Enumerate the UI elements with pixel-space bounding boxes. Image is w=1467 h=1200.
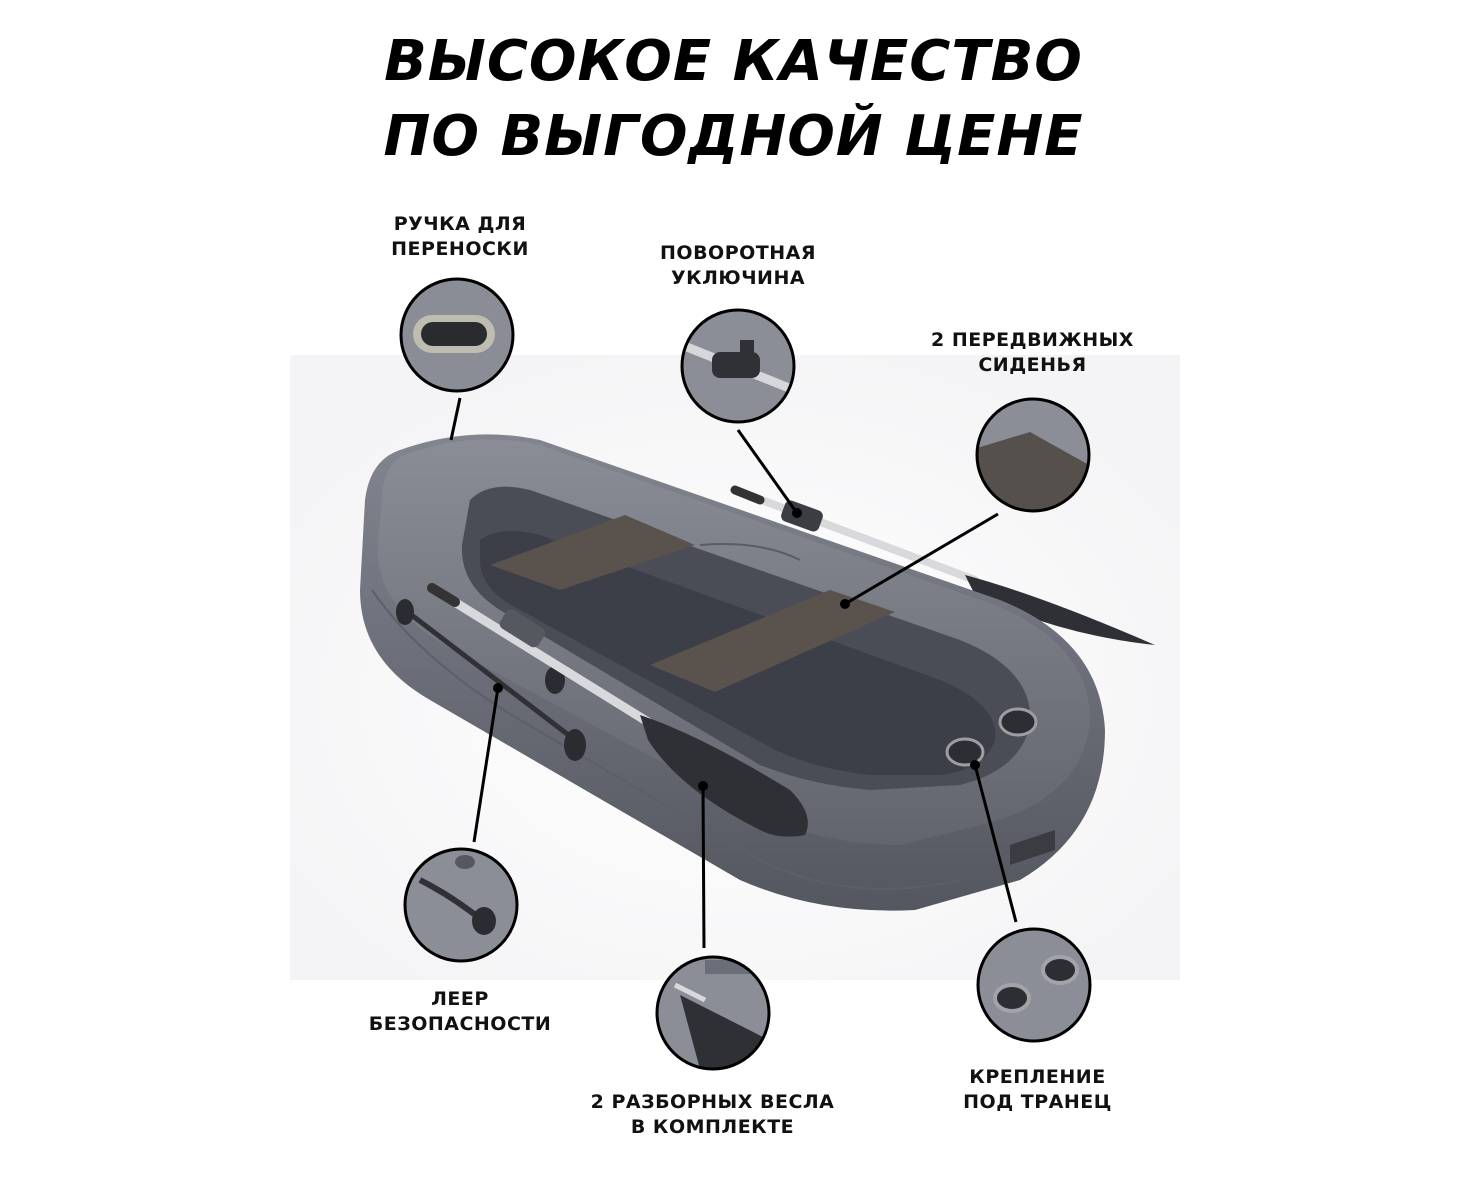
label-safety-rope-line2: БЕЗОПАСНОСТИ	[368, 1013, 552, 1035]
safety-rope	[396, 599, 586, 761]
oarlock-far	[781, 500, 823, 532]
label-carry-handle-line2: ПЕРЕНОСКИ	[391, 238, 529, 260]
label-safety-rope: ЛЕЕР БЕЗОПАСНОСТИ	[340, 987, 580, 1037]
detail-circle-oarlock	[680, 308, 796, 424]
detail-circle-oars	[655, 955, 771, 1071]
oar-far	[730, 485, 1155, 645]
callout-dots	[493, 508, 980, 791]
detail-circle-handle	[399, 277, 515, 393]
seat-front	[650, 590, 895, 692]
label-carry-handle-line1: РУЧКА ДЛЯ	[393, 213, 527, 235]
callout-lines	[449, 397, 1018, 949]
label-swivel-oarlock-line1: ПОВОРОТНАЯ	[660, 242, 816, 264]
label-movable-seats-line2: СИДЕНЬЯ	[978, 354, 1087, 376]
detail-circle-seat	[975, 397, 1091, 513]
headline-line-2: ПО ВЫГОДНОЙ ЦЕНЕ	[383, 104, 1084, 169]
label-movable-seats-line1: 2 ПЕРЕДВИЖНЫХ	[931, 329, 1134, 351]
transom-mounts	[945, 707, 1055, 865]
label-movable-seats: 2 ПЕРЕДВИЖНЫХ СИДЕНЬЯ	[910, 328, 1155, 378]
label-transom-mount-line2: ПОД ТРАНЕЦ	[963, 1091, 1112, 1113]
headline-line-1: ВЫСОКОЕ КАЧЕСТВО	[384, 29, 1083, 94]
label-collapsible-oars: 2 РАЗБОРНЫХ ВЕСЛА В КОМПЛЕКТЕ	[565, 1090, 860, 1140]
detail-circle-transom	[976, 927, 1092, 1043]
oar-near	[427, 583, 808, 837]
label-swivel-oarlock: ПОВОРОТНАЯ УКЛЮЧИНА	[628, 241, 848, 291]
detail-circle-rope	[403, 847, 519, 963]
label-transom-mount-line1: КРЕПЛЕНИЕ	[969, 1066, 1106, 1088]
label-collapsible-oars-line2: В КОМПЛЕКТЕ	[630, 1116, 795, 1138]
label-collapsible-oars-line1: 2 РАЗБОРНЫХ ВЕСЛА	[590, 1091, 835, 1113]
label-safety-rope-line1: ЛЕЕР	[431, 988, 489, 1010]
seat-rear	[490, 515, 695, 590]
label-transom-mount: КРЕПЛЕНИЕ ПОД ТРАНЕЦ	[935, 1065, 1140, 1115]
label-carry-handle: РУЧКА ДЛЯ ПЕРЕНОСКИ	[360, 212, 560, 262]
label-swivel-oarlock-line2: УКЛЮЧИНА	[670, 267, 806, 289]
